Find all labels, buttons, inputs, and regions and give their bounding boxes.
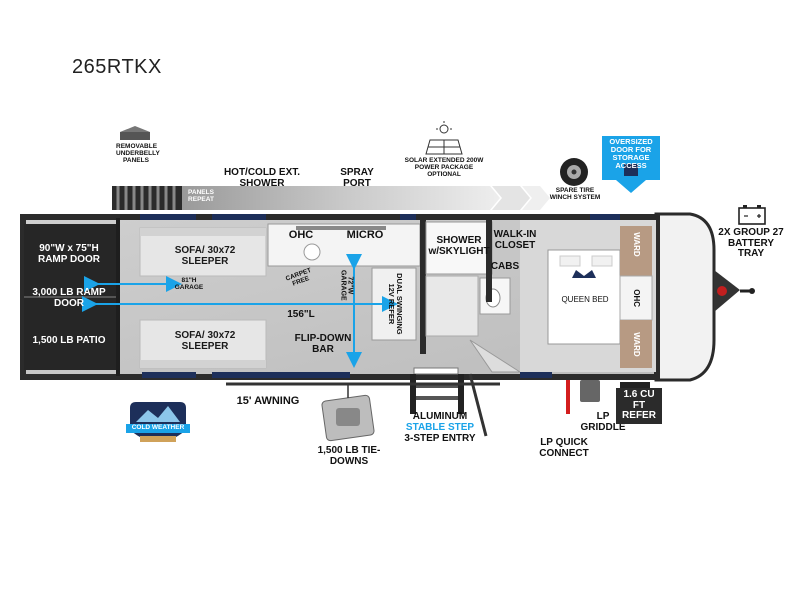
sofa-top-label: SOFA/ 30x72 SLEEPER (174, 245, 236, 267)
shower-label: SHOWER w/SKYLIGHT (428, 235, 490, 257)
spray-port-label: SPRAY PORT (340, 167, 374, 189)
hot-cold-shower-label: HOT/COLD EXT. SHOWER (223, 167, 301, 189)
battery-icon (738, 205, 766, 225)
battery-tray-label: 2X GROUP 27 BATTERY TRAY (718, 227, 784, 259)
queen-bed-label: QUEEN BED (561, 295, 609, 304)
lp-griddle-label: LP GRIDDLE (580, 411, 626, 433)
bathroom (420, 220, 522, 373)
garage-height-label: 81"H GARAGE (174, 277, 204, 291)
ramp-door-weight-label: 3,000 LB RAMP DOOR (32, 287, 106, 309)
dimension-arrows (82, 254, 398, 368)
aluminum-label: ALUMINUM (412, 411, 468, 422)
refer-cu-ft-label: 1.6 CU FT REFER (616, 388, 662, 424)
tie-downs-label: 1,500 LB TIE-DOWNS (317, 445, 381, 467)
closet-wall (486, 220, 492, 302)
solar-package-label: SOLAR EXTENDED 200W POWER PACKAGE OPTION… (404, 157, 484, 178)
entry-steps (410, 367, 488, 437)
solar-panel-icon (425, 121, 463, 155)
garage-width-label: 72"W GARAGE (339, 269, 354, 301)
ramp-door-size-label: 90"W x 75"H RAMP DOOR (37, 243, 101, 265)
patio-label: 1,500 LB PATIO (32, 335, 106, 346)
spare-tire-label: SPARE TIRE WINCH SYSTEM (549, 187, 601, 201)
model-name: 265RTKX (72, 56, 162, 78)
cold-weather-label: COLD WEATHER (131, 424, 185, 431)
sofa-bottom (139, 319, 267, 369)
window-strips (140, 214, 620, 378)
oversized-door-callout (602, 136, 660, 193)
trailer-nose (654, 212, 755, 382)
underbelly-panel-banner (112, 186, 550, 210)
kitchen-counter (267, 223, 421, 267)
spare-tire-icon (560, 158, 588, 186)
removable-panels-icon (120, 126, 150, 140)
cabs-label: CABS (490, 261, 520, 272)
cold-weather-badge (126, 402, 190, 442)
lp-quick-connect-label: LP QUICK CONNECT (539, 437, 589, 459)
sofa-top (139, 227, 267, 277)
walk-in-closet-label: WALK-IN CLOSET (493, 229, 537, 251)
refer-label: DUAL SWINGING 12V REFER (387, 273, 404, 335)
ohc-bedroom-label: OHC (632, 289, 642, 308)
sofa-bottom-label: SOFA/ 30x72 SLEEPER (174, 330, 236, 352)
awning-label: 15' AWNING (236, 395, 300, 407)
stable-step-label: STABLE STEP (405, 422, 475, 433)
ohc-kitchen-label: OHC (288, 229, 314, 241)
micro-label: MICRO (346, 229, 384, 241)
ward-top-label: WARD (632, 232, 642, 257)
tie-down-icon (321, 384, 375, 442)
oversized-door-label: OVERSIZED DOOR FOR STORAGE ACCESS (609, 137, 653, 170)
flip-down-bar-label: FLIP-DOWN BAR (294, 333, 352, 355)
lp-items (566, 380, 650, 414)
bedroom (520, 220, 656, 372)
removable-panels-label: REMOVABLE UNDERBELLY PANELS (116, 143, 160, 164)
ward-bottom-label: WARD (632, 332, 642, 357)
length-label: 156"L (287, 309, 315, 320)
three-step-entry-label: 3-STEP ENTRY (404, 433, 476, 444)
panels-repeat-label: PANELS REPEAT (188, 189, 214, 203)
